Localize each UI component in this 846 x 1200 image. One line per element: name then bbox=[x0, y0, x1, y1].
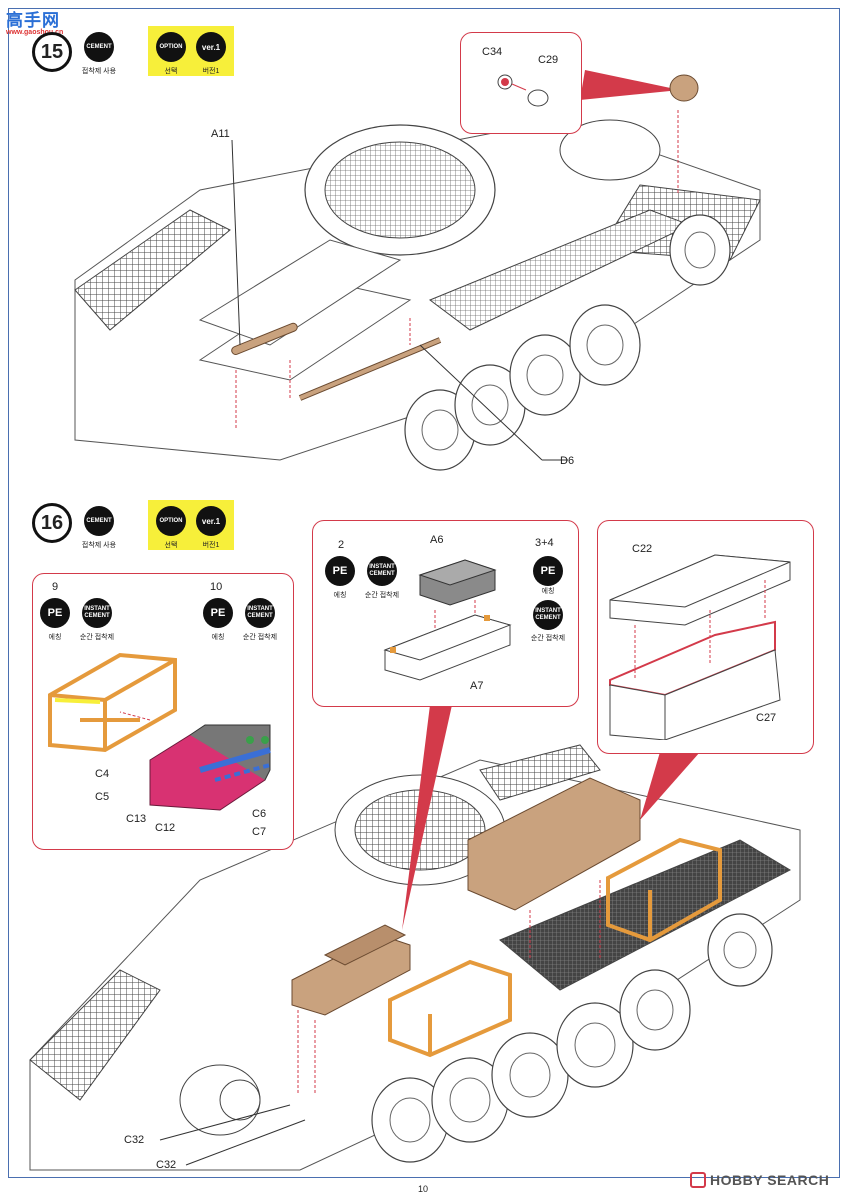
page-frame bbox=[8, 8, 840, 1178]
step-15-number: 15 bbox=[32, 32, 72, 72]
watermark-site-name: 高手网 bbox=[6, 11, 60, 30]
instant-cement-badge-left-1: INSTANT CEMENT bbox=[82, 598, 112, 628]
step-15-lamp-parts bbox=[497, 74, 549, 107]
pe-badge-mid-1: PE bbox=[325, 556, 355, 586]
label-c32-a: C32 bbox=[124, 1134, 145, 1146]
step-15-option-badge: OPTION bbox=[156, 32, 186, 62]
label-frame-10: 10 bbox=[210, 581, 223, 593]
label-c12: C12 bbox=[155, 822, 176, 834]
pe-badge-left-1: PE bbox=[40, 598, 70, 628]
pe-caption-mid-2: 에칭 bbox=[541, 588, 555, 595]
label-a6: A6 bbox=[430, 534, 444, 546]
label-c27: C27 bbox=[756, 712, 777, 724]
hobby-search-logo: HOBBY SEARCH bbox=[690, 1172, 829, 1188]
step-16-option-caption: 선택 bbox=[164, 542, 178, 549]
step-16-cement-caption: 접착제 사용 bbox=[81, 542, 117, 549]
watermark-url: www.gaoshou.cn bbox=[6, 29, 64, 36]
step-16-tank-drawing bbox=[29, 744, 801, 1171]
step-15-cement-caption: 접착제 사용 bbox=[81, 68, 117, 75]
pe-caption-mid-1: 에칭 bbox=[333, 592, 347, 599]
label-a11: A11 bbox=[211, 128, 230, 140]
instant-cement-badge-mid-1: INSTANT CEMENT bbox=[367, 556, 397, 586]
label-c29: C29 bbox=[538, 54, 559, 66]
toolbox-parts-drawing bbox=[383, 559, 512, 681]
label-c7: C7 bbox=[252, 826, 267, 838]
step-16-option-badge: OPTION bbox=[156, 506, 186, 536]
page-number: 10 bbox=[418, 1184, 429, 1194]
step-16-cement-badge: CEMENT bbox=[84, 506, 114, 536]
step-15-cement-badge: CEMENT bbox=[84, 32, 114, 62]
instant-cement-caption-left-2: 순간 접착제 bbox=[242, 634, 278, 641]
hobby-search-brand: HOBBY SEARCH bbox=[710, 1172, 830, 1188]
step-16-version-caption: 버전1 bbox=[202, 542, 220, 549]
label-c32-b: C32 bbox=[156, 1159, 177, 1171]
instant-cement-caption-mid-2: 순간 접착제 bbox=[530, 635, 566, 642]
label-c6: C6 bbox=[252, 808, 267, 820]
label-c5: C5 bbox=[95, 791, 110, 803]
label-c13: C13 bbox=[126, 813, 147, 825]
label-pe-2: 2 bbox=[338, 539, 345, 551]
pe-badge-mid-2: PE bbox=[533, 556, 563, 586]
step-15-tank-drawing bbox=[74, 70, 761, 471]
pe-caption-left-1: 에칭 bbox=[48, 634, 62, 641]
jerrycan-rack-drawing bbox=[48, 652, 271, 811]
label-frame-9: 9 bbox=[52, 581, 59, 593]
label-c34: C34 bbox=[482, 46, 503, 58]
step-15-version-badge: ver.1 bbox=[196, 32, 226, 62]
label-c4: C4 bbox=[95, 768, 110, 780]
label-c22: C22 bbox=[632, 543, 653, 555]
label-pe-34: 3+4 bbox=[535, 537, 554, 549]
step-16-version-badge: ver.1 bbox=[196, 506, 226, 536]
stowage-box-drawing bbox=[609, 554, 791, 740]
instant-cement-badge-left-2: INSTANT CEMENT bbox=[245, 598, 275, 628]
step-16-number: 16 bbox=[32, 503, 72, 543]
instant-cement-caption-left-1: 순간 접착제 bbox=[79, 634, 115, 641]
watermark-logo: 高手网 www.gaoshou.cn bbox=[6, 6, 68, 36]
step-15-option-caption: 선택 bbox=[164, 68, 178, 75]
step-15-detail-callout bbox=[460, 32, 582, 134]
instant-cement-badge-mid-2: INSTANT CEMENT bbox=[533, 600, 563, 630]
label-a7: A7 bbox=[470, 680, 484, 692]
step-15-version-caption: 버전1 bbox=[202, 68, 220, 75]
label-d6: D6 bbox=[560, 455, 575, 467]
instant-cement-caption-mid-1: 순간 접착제 bbox=[364, 592, 400, 599]
pe-caption-left-2: 에칭 bbox=[211, 634, 225, 641]
hobby-search-icon bbox=[690, 1172, 706, 1188]
pe-badge-left-2: PE bbox=[203, 598, 233, 628]
